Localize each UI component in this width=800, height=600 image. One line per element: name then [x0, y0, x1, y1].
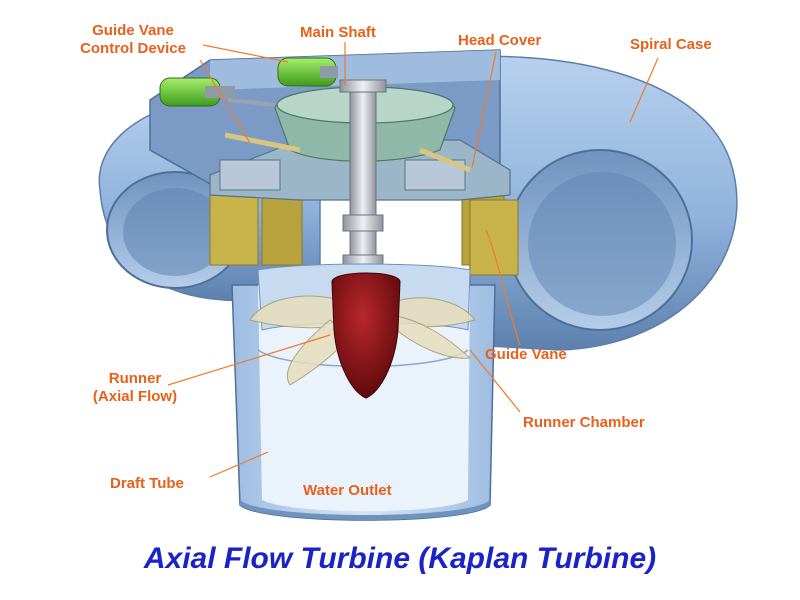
label-runner: Runner (Axial Flow) [80, 370, 190, 406]
main-shaft [349, 79, 377, 281]
diagram-title: Axial Flow Turbine (Kaplan Turbine) [143, 542, 657, 575]
label-guide-vane-control-device-line2: Control Device [80, 40, 186, 57]
draft-tube-outlet-rim [240, 500, 490, 520]
guide-vanes [209, 189, 519, 276]
runner-hub [331, 272, 401, 399]
label-runner-chamber: Runner Chamber [523, 414, 645, 431]
actuator-left [159, 77, 235, 107]
label-head-cover: Head Cover [458, 32, 542, 49]
label-guide-vane-control-device: Guide Vane Control Device [58, 22, 208, 58]
control-linkage [224, 132, 471, 173]
label-main-shaft: Main Shaft [300, 24, 376, 41]
label-runner-line1: Runner [108, 370, 162, 387]
label-spiral-case: Spiral Case [630, 36, 712, 53]
actuator-right [277, 57, 338, 87]
leader-lines [167, 42, 659, 478]
label-guide-vane: Guide Vane [485, 346, 567, 363]
label-runner-line2: (Axial Flow) [92, 388, 178, 405]
label-draft-tube: Draft Tube [110, 475, 184, 492]
label-guide-vane-control-device-line1: Guide Vane [92, 22, 174, 39]
label-water-outlet: Water Outlet [303, 482, 392, 499]
